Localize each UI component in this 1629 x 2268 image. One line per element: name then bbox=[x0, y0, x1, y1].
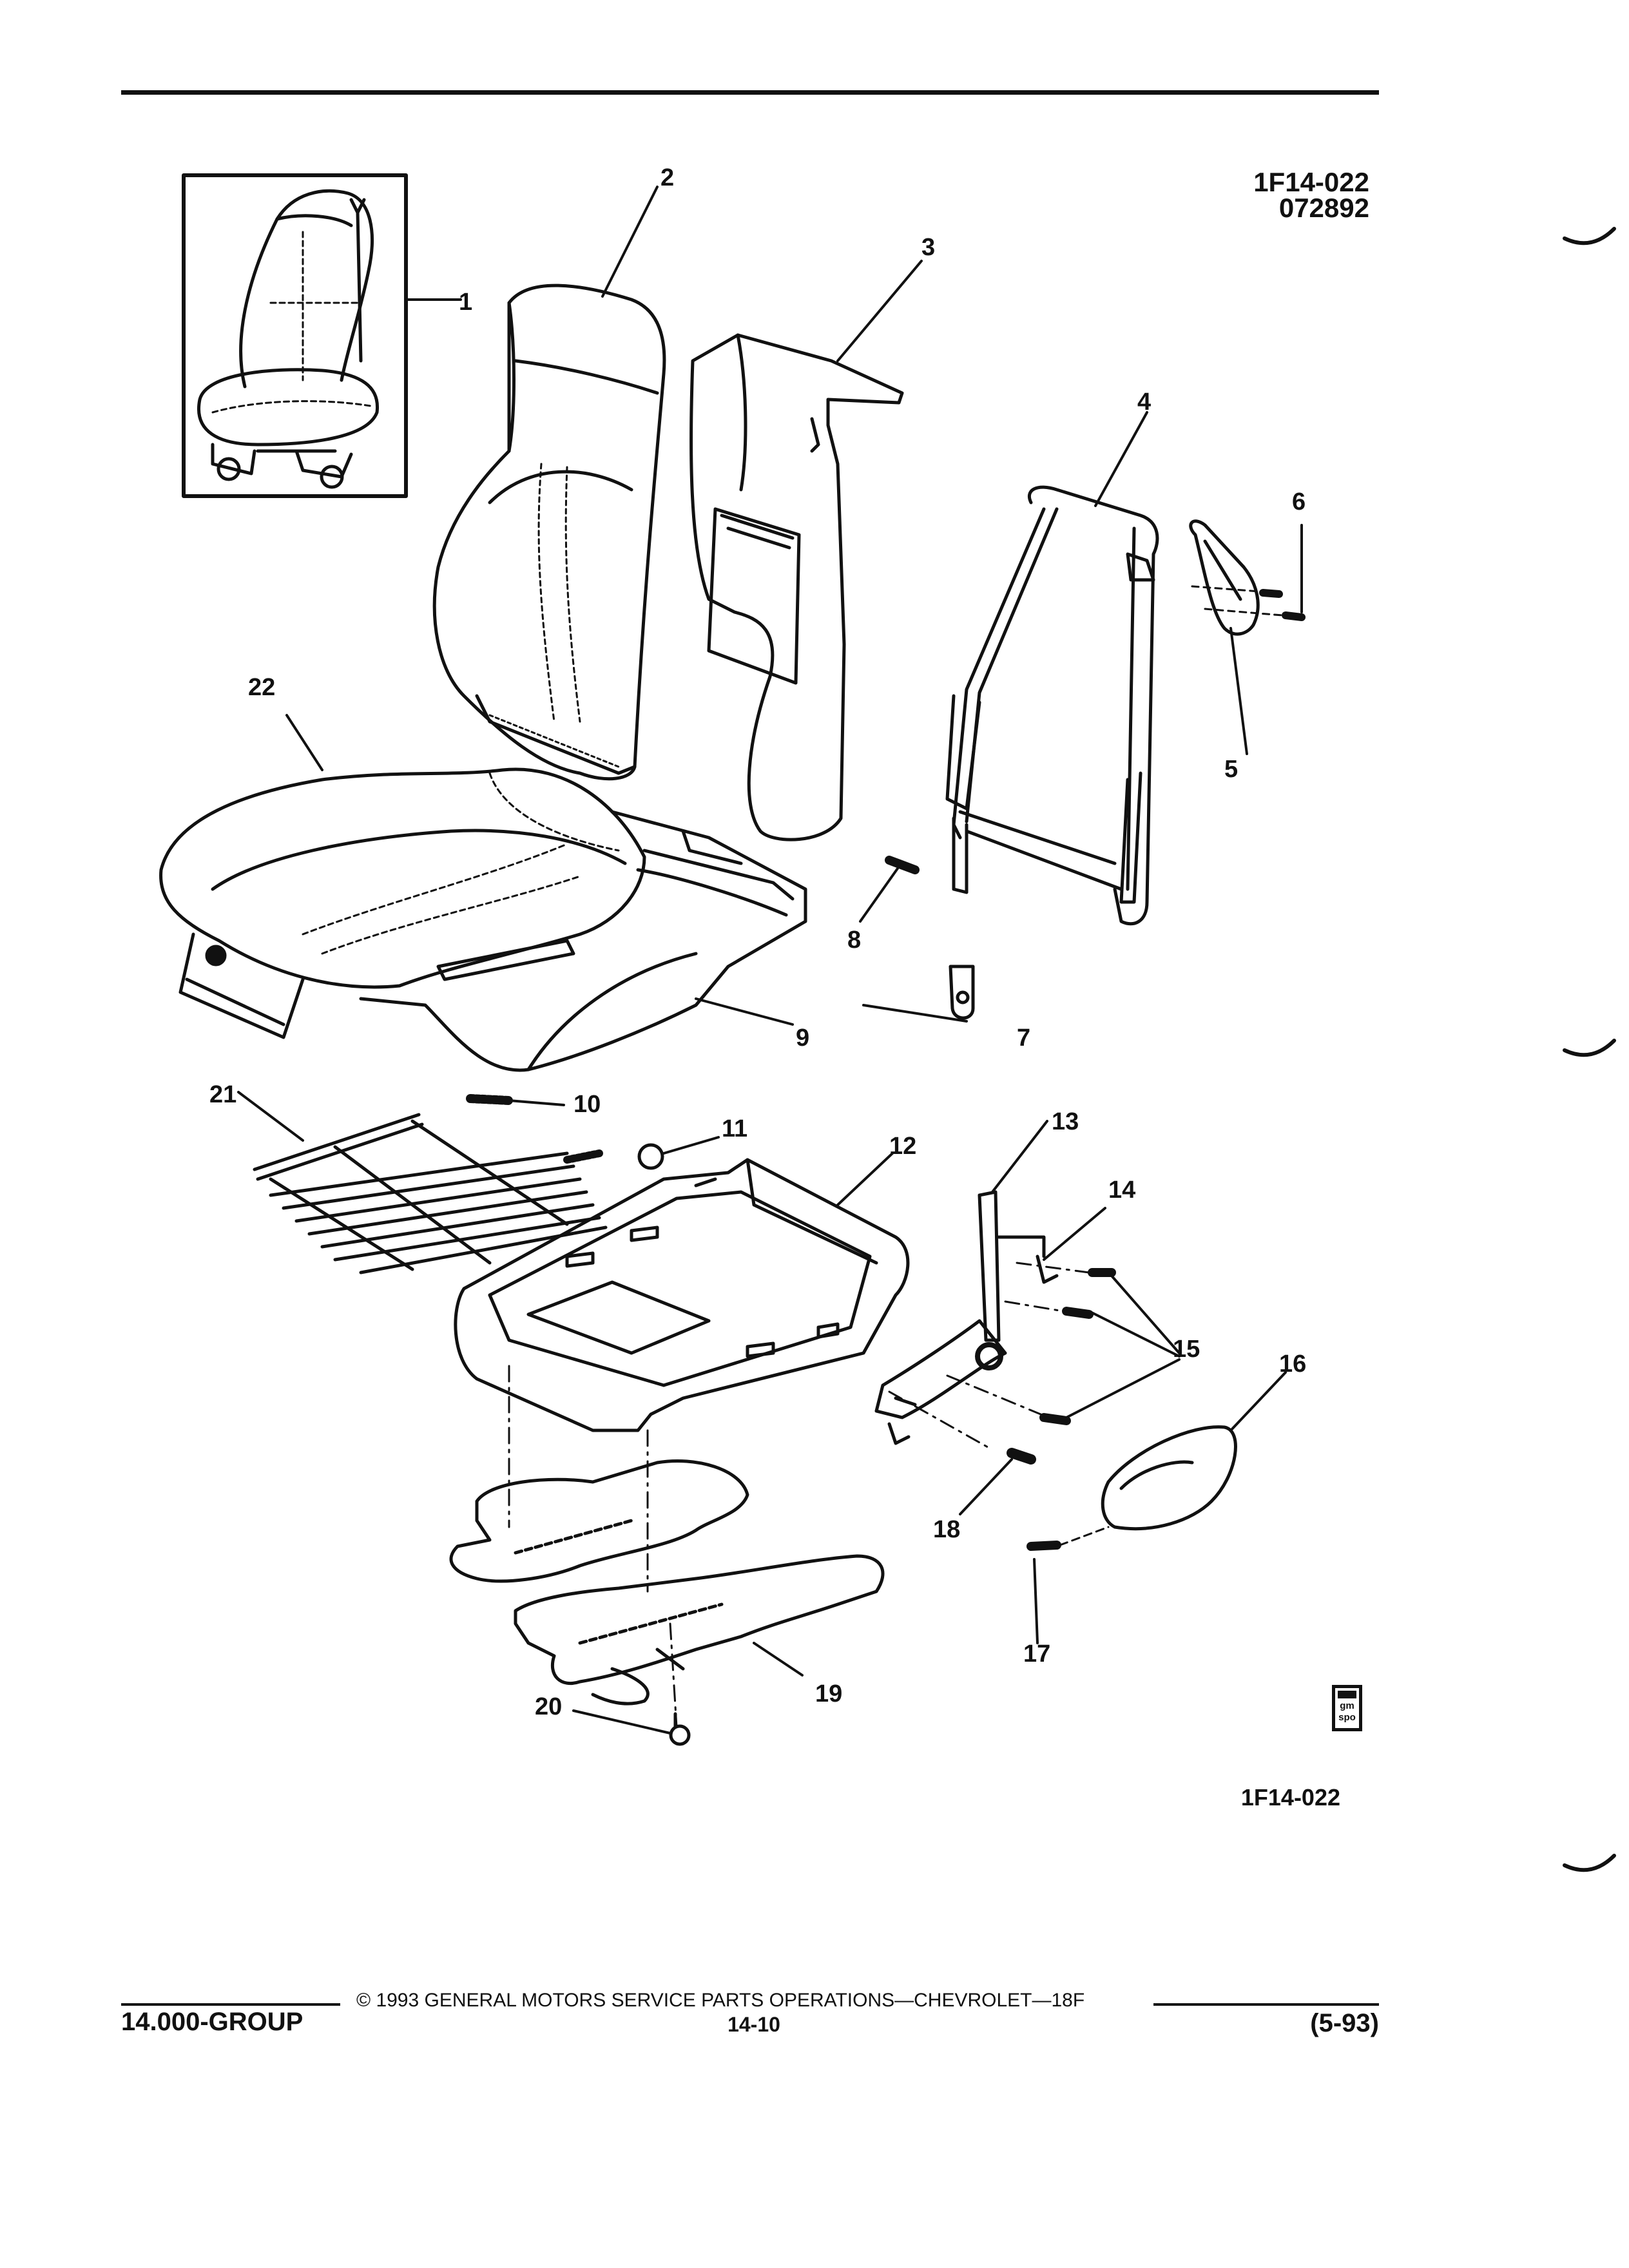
logo-text-bottom: spo bbox=[1338, 1712, 1356, 1723]
callout-1: 1 bbox=[459, 289, 473, 316]
header-rule bbox=[121, 90, 1379, 95]
footer-group: 14.000-GROUP bbox=[121, 2008, 304, 2036]
figure-date: 072892 bbox=[1278, 193, 1369, 223]
callout-11: 11 bbox=[722, 1115, 748, 1142]
seat-back-cover bbox=[432, 284, 666, 781]
recliner-mechanism bbox=[874, 1190, 1059, 1445]
footer-copyright: © 1993 GENERAL MOTORS SERVICE PARTS OPER… bbox=[356, 1990, 1085, 2011]
leader-lines bbox=[237, 186, 1303, 1735]
small-hardware bbox=[466, 856, 975, 1105]
callout-5: 5 bbox=[1224, 756, 1239, 783]
gm-spo-logo: gm spo bbox=[1332, 1685, 1362, 1731]
logo-text-top: gm bbox=[1340, 1700, 1354, 1711]
inset-seat-assembly bbox=[182, 173, 408, 498]
footer-rule-right bbox=[1153, 2003, 1379, 2006]
callout-18: 18 bbox=[933, 1516, 961, 1543]
seat-back-panel bbox=[689, 333, 904, 841]
callout-19: 19 bbox=[815, 1680, 843, 1707]
callout-13: 13 bbox=[1052, 1108, 1079, 1135]
callout-20: 20 bbox=[535, 1693, 563, 1720]
binding-marks bbox=[1563, 227, 1616, 1872]
callout-22: 22 bbox=[248, 674, 276, 701]
callout-6: 6 bbox=[1292, 488, 1306, 515]
seat-adjuster bbox=[449, 1459, 885, 1746]
callout-14: 14 bbox=[1108, 1177, 1136, 1204]
callout-9: 9 bbox=[796, 1024, 810, 1052]
callout-2: 2 bbox=[660, 164, 675, 191]
callout-3: 3 bbox=[921, 234, 936, 261]
seat-cushion bbox=[159, 767, 807, 1072]
bolts-and-trim bbox=[888, 1262, 1237, 1551]
seat-pan-frame bbox=[454, 1143, 910, 1432]
callout-21: 21 bbox=[209, 1081, 237, 1108]
footer-revision: (5-93) bbox=[1310, 2009, 1379, 2037]
callout-7: 7 bbox=[1017, 1024, 1031, 1052]
seat-back-frame bbox=[945, 485, 1159, 926]
callout-16: 16 bbox=[1279, 1350, 1307, 1378]
figure-footer-code: 1F14-022 bbox=[1240, 1784, 1340, 1811]
callout-12: 12 bbox=[889, 1133, 917, 1160]
figure-code: 1F14-022 bbox=[1253, 167, 1369, 197]
footer-page-number: 14-10 bbox=[728, 2013, 780, 2036]
callout-4: 4 bbox=[1137, 389, 1152, 416]
spring-grid bbox=[253, 1113, 608, 1274]
callout-10: 10 bbox=[574, 1091, 601, 1118]
callout-15: 15 bbox=[1173, 1336, 1200, 1363]
footer-rule-left bbox=[121, 2003, 340, 2006]
recliner-handle bbox=[1189, 519, 1306, 636]
callout-17: 17 bbox=[1023, 1640, 1051, 1667]
callout-8: 8 bbox=[847, 927, 862, 954]
